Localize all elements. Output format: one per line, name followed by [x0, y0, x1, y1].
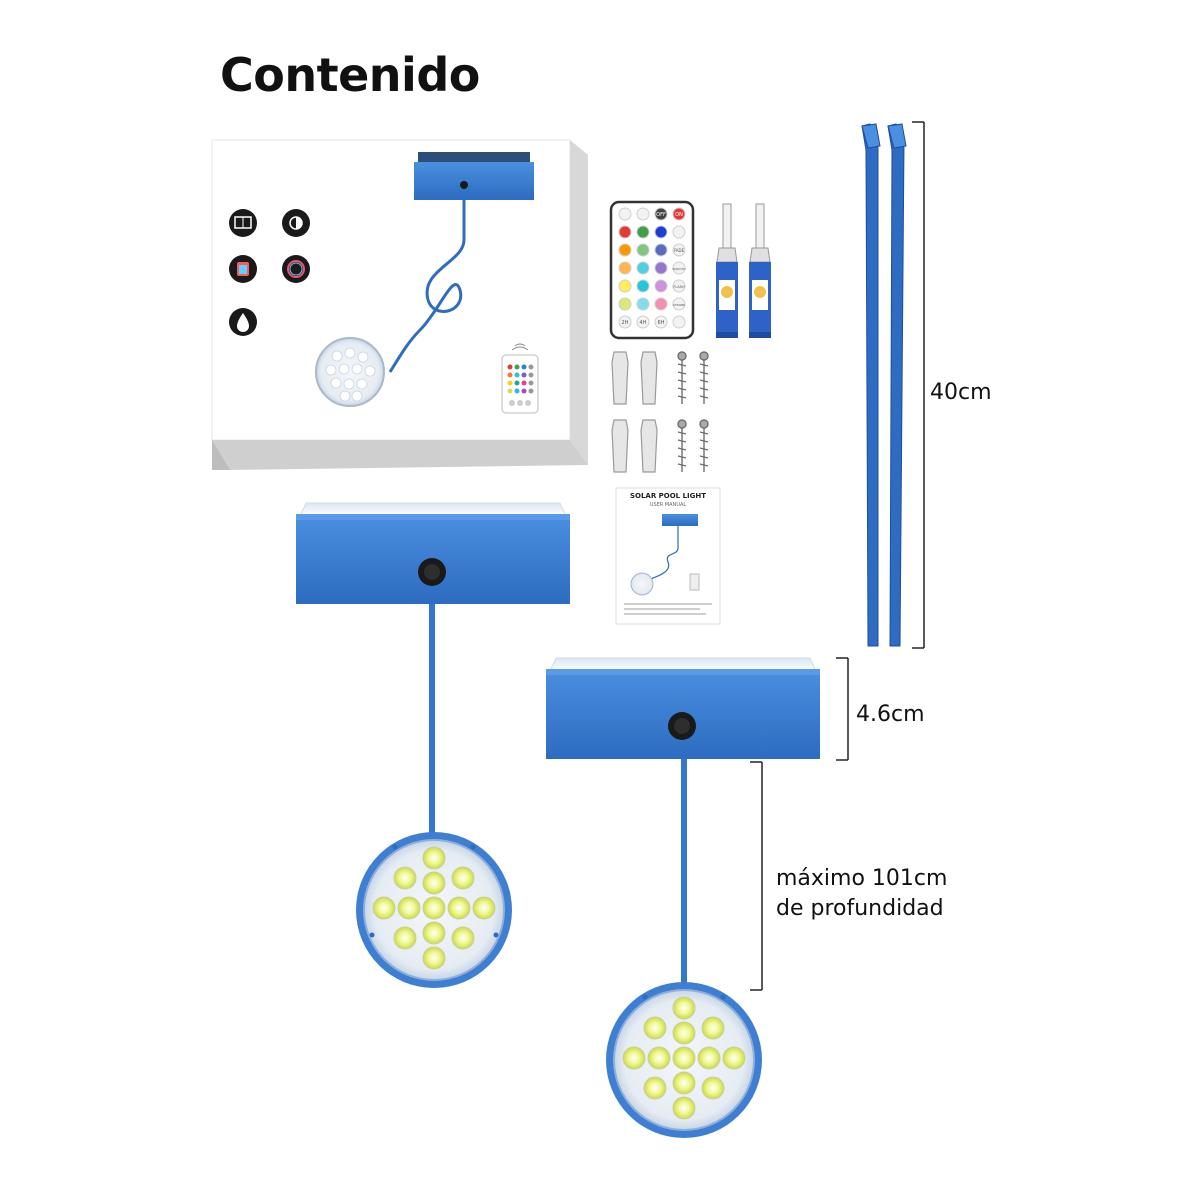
remote-icon — [229, 255, 257, 283]
strap-length-bracket — [912, 121, 925, 649]
glue-tubes — [716, 203, 771, 338]
box-height-label: 4.6cm — [856, 702, 925, 727]
rgb-icon — [282, 255, 310, 283]
page-title: Contenido — [220, 48, 480, 102]
manual-title: SOLAR POOL LIGHT — [629, 492, 707, 500]
remote-control: ON OFF FADE SMOOTH FLASH STROBE 2H 4H 6H — [609, 200, 695, 340]
remote-on-label: ON — [675, 212, 683, 218]
remote-6h-label: 6H — [658, 320, 665, 326]
remote-off-label: OFF — [656, 212, 666, 218]
user-manual — [615, 487, 721, 625]
manual-subtitle: USER MANUAL — [649, 502, 687, 508]
depth-bracket — [750, 761, 763, 991]
box-product-image — [315, 152, 539, 414]
solar-lamp-left — [296, 502, 570, 988]
screws — [677, 351, 709, 472]
box-height-bracket — [836, 657, 849, 761]
package-box — [211, 139, 588, 470]
solar-panel-icon — [229, 209, 257, 237]
waterproof-icon — [229, 308, 257, 336]
brightness-icon — [282, 209, 310, 237]
depth-label-line2: de profundidad — [776, 896, 944, 921]
mounting-straps — [861, 123, 907, 647]
depth-label-line1: máximo 101cm — [776, 866, 948, 891]
wall-anchors — [611, 351, 658, 473]
remote-4h-label: 4H — [640, 320, 647, 326]
strap-length-label: 40cm — [930, 380, 992, 405]
remote-2h-label: 2H — [622, 320, 629, 326]
remote-fade-label: FADE — [674, 248, 685, 253]
solar-lamp-right — [546, 657, 820, 1138]
remote-smooth-label: SMOOTH — [672, 267, 685, 271]
remote-strobe-label: STROBE — [673, 303, 685, 307]
remote-flash-label: FLASH — [673, 285, 685, 289]
